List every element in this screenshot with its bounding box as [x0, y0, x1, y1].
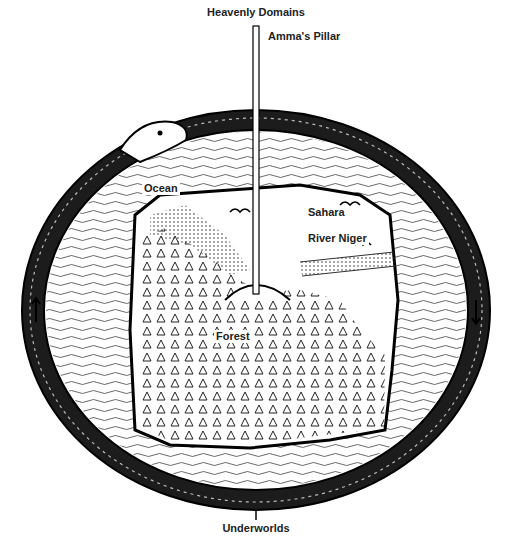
snake-head	[120, 122, 187, 162]
rotation-arrow	[472, 300, 480, 324]
rotation-arrow	[32, 298, 40, 322]
map-label: River Niger	[306, 232, 369, 245]
land-mass	[130, 185, 398, 448]
leader-line	[255, 510, 257, 520]
map-label: Amma's Pillar	[266, 30, 342, 43]
map-label: Sahara	[306, 206, 347, 219]
map-label: Ocean	[142, 182, 180, 195]
map-label: Heavenly Domains	[205, 6, 307, 19]
map-label: Forest	[214, 330, 252, 343]
amma-pillar	[253, 26, 259, 294]
map-label: Underworlds	[220, 522, 291, 535]
birds	[230, 202, 371, 245]
